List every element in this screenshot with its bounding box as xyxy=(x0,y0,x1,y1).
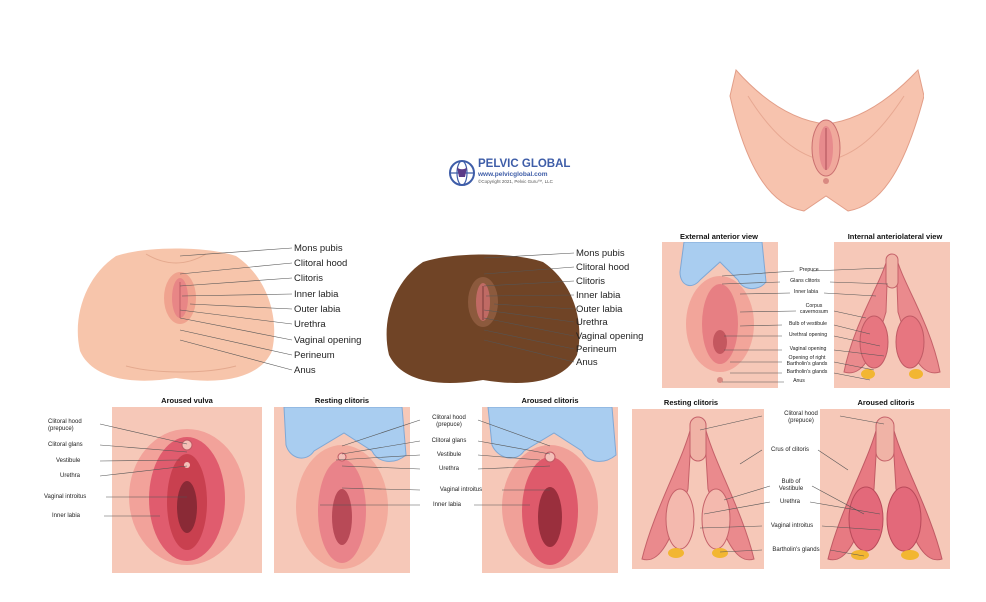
label-clitoral-glans: Clitoral glans xyxy=(48,442,83,448)
internal-anterolateral-title: Internal anteriolateral view xyxy=(847,232,943,241)
resting-clitoris-right-panel xyxy=(632,409,764,569)
logo-copyright: ©Copyright 2021, Pelvic Guru™, LLC xyxy=(478,179,553,184)
label-clitoral-hood-prepuce: Clitoral hood (prepuce) xyxy=(48,419,82,432)
resting-clitoris-mid-title: Resting clitoris xyxy=(314,396,370,405)
label-dark-clitoral-hood: Clitoral hood xyxy=(576,262,630,273)
label-glans-clitoris: Glans clitoris xyxy=(790,278,820,284)
label-vaginal-opening: Vaginal opening xyxy=(294,335,362,346)
aroused-clitoris-right-illustration xyxy=(827,416,943,561)
label-vestibule-mid: Vestibule xyxy=(436,452,462,458)
logo-url: www.pelvicglobal.com xyxy=(478,171,548,178)
label-bartholins-glands-right: Bartholin's glands xyxy=(772,547,820,553)
label-dark-perineum: Perineum xyxy=(576,344,617,355)
aroused-clitoris-right-title: Aroused clitoris xyxy=(857,398,915,407)
aroused-clitoris-mid-illustration xyxy=(487,407,617,569)
label-perineum: Perineum xyxy=(294,350,335,361)
label-clitoral-hood-mid: Clitoral hood (prepuce) xyxy=(432,415,466,428)
resting-clitoris-mid-panel xyxy=(274,407,410,573)
label-urethra-mid: Urethra xyxy=(438,466,459,472)
label-dark-anus: Anus xyxy=(576,357,598,368)
resting-clitoris-right-illustration xyxy=(641,416,755,561)
label-urethra-right: Urethra xyxy=(779,499,800,505)
internal-anterolateral-illustration xyxy=(843,253,941,379)
label-anus-ext: Anus xyxy=(793,378,805,384)
external-anterior-panel xyxy=(662,242,778,388)
label-mons-pubis: Mons pubis xyxy=(294,243,343,254)
label-urethra-av: Urethra xyxy=(60,473,81,479)
label-urethral-opening: Urethral opening xyxy=(788,332,828,338)
label-dark-mons-pubis: Mons pubis xyxy=(576,248,625,259)
label-bartholins-glands-ext: Bartholin's glands xyxy=(786,369,828,375)
label-vaginal-introitus-av: Vaginal introitus xyxy=(44,494,87,500)
label-dark-urethra: Urethra xyxy=(576,317,608,328)
label-clitoris: Clitoris xyxy=(294,273,324,284)
vulva-thighs-illustration xyxy=(729,68,924,212)
label-dark-outer-labia: Outer labia xyxy=(576,304,623,315)
label-inner-labia: Inner labia xyxy=(294,289,339,300)
label-outer-labia: Outer labia xyxy=(294,304,341,315)
label-anus: Anus xyxy=(294,365,316,376)
label-vaginal-opening-ext: Vaginal opening xyxy=(789,346,827,352)
label-clitoral-glans-mid: Clitoral glans xyxy=(431,438,467,444)
label-vaginal-introitus-mid: Vaginal introitus xyxy=(439,487,483,493)
label-clitoral-hood-right: Clitoral hood (prepuce) xyxy=(784,411,818,424)
aroused-vulva-illustration xyxy=(129,429,245,565)
external-anterior-title: External anterior view xyxy=(680,232,758,241)
globe-logo-icon xyxy=(449,160,475,186)
label-inner-labia-mid: Inner labia xyxy=(432,502,462,508)
aroused-clitoris-mid-panel xyxy=(482,407,618,573)
label-bulb-of-vestibule-right: Bulb of Vestibule xyxy=(778,479,804,492)
label-dark-vaginal-opening: Vaginal opening xyxy=(576,331,644,342)
label-vestibule: Vestibule xyxy=(56,458,81,464)
label-crus-of-clitoris: Crus of clitoris xyxy=(770,447,809,453)
label-bulb-of-vestibule: Bulb of vestibule xyxy=(788,321,828,327)
resting-clitoris-right-title: Resting clitoris xyxy=(663,398,719,407)
external-anterior-illustration xyxy=(679,242,767,383)
aroused-clitoris-right-panel xyxy=(820,409,950,569)
aroused-vulva-title: Aroused vulva xyxy=(161,396,213,405)
label-prepuce: Prepuce xyxy=(799,267,819,273)
aroused-clitoris-mid-title: Aroused clitoris xyxy=(521,396,579,405)
label-corpus-cavernosum: Corpus cavernosum xyxy=(799,303,829,315)
label-vaginal-introitus-right: Vaginal introitus xyxy=(770,523,814,529)
internal-anterolateral-panel xyxy=(834,242,950,388)
label-opening-right-bartholins: Opening of right Bartholin's glands xyxy=(786,355,828,367)
label-dark-clitoris: Clitoris xyxy=(576,276,606,287)
vulva-light-illustration xyxy=(77,248,275,381)
logo-title: PELVIC GLOBAL xyxy=(478,158,571,170)
resting-clitoris-mid-illustration xyxy=(283,407,407,569)
aroused-vulva-panel xyxy=(112,407,262,573)
label-inner-labia-ext: Inner labia xyxy=(793,289,819,295)
label-dark-inner-labia: Inner labia xyxy=(576,290,621,301)
label-inner-labia-av: Inner labia xyxy=(52,513,81,519)
pelvic-global-logo: PELVIC GLOBAL www.pelvicglobal.com ©Copy… xyxy=(448,158,588,188)
label-clitoral-hood: Clitoral hood xyxy=(294,258,348,269)
label-urethra: Urethra xyxy=(294,319,326,330)
vulva-dark-illustration xyxy=(386,254,580,383)
